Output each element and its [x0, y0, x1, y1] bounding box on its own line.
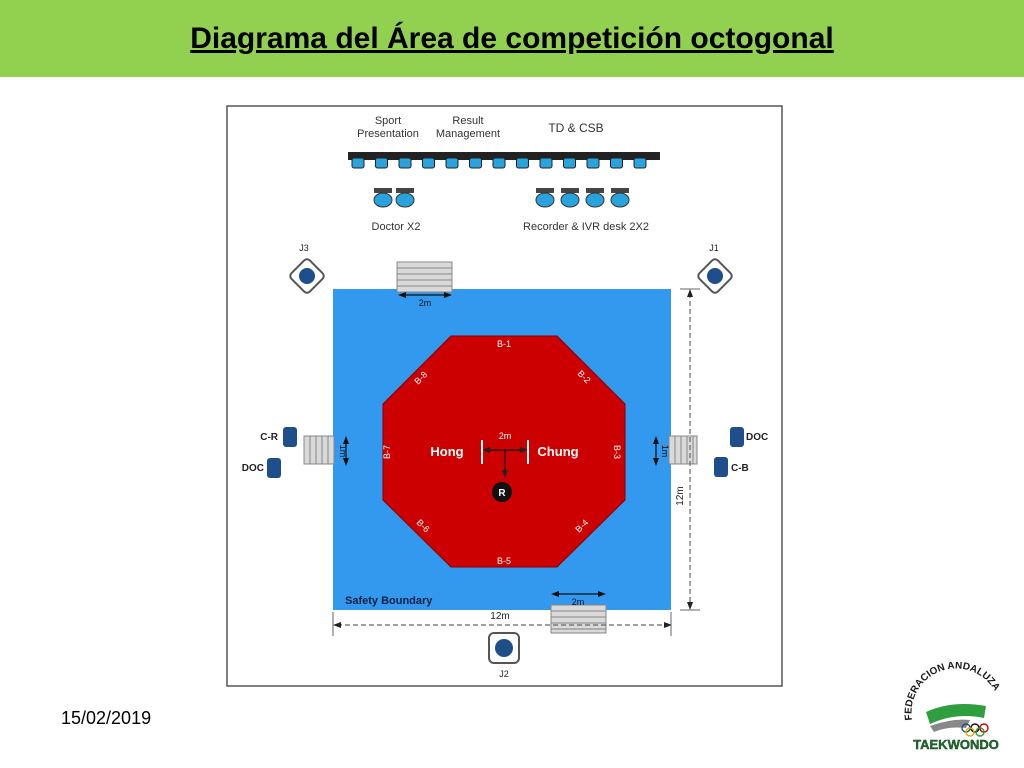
result-management-label: Result [452, 115, 483, 127]
official-chair [398, 157, 412, 169]
boundary-b7-label: B-7 [382, 445, 392, 459]
recorder-chairs [535, 188, 630, 208]
doctor-chairs [373, 188, 415, 208]
recorder-chair [610, 188, 630, 208]
safety-boundary-label: Safety Boundary [345, 595, 433, 607]
coach-red-seat [283, 427, 297, 447]
doctor-left-label: DOC [242, 463, 264, 474]
official-chair [586, 157, 600, 169]
stair-right [668, 435, 698, 465]
center-dimension-label: 2m [499, 431, 512, 441]
sport-presentation-label-line2: Presentation [357, 128, 419, 140]
official-chair [539, 157, 553, 169]
sport-presentation-label: Sport [375, 115, 401, 127]
stair-left-dimension-label: 1m [338, 445, 348, 458]
coach-red-label: C-R [260, 432, 279, 443]
stair-left [303, 435, 335, 465]
doctor-left-seat [267, 458, 281, 478]
officials-chairs [351, 157, 647, 169]
doctor-chair [373, 188, 393, 208]
official-chair [469, 157, 482, 169]
boundary-b3-label: B-3 [612, 445, 622, 459]
stair-bottom [550, 604, 607, 634]
doctor-label: Doctor X2 [372, 221, 421, 233]
referee-marker [492, 482, 512, 502]
judge-j2-icon [488, 632, 520, 664]
slide-date: 15/02/2019 [61, 708, 152, 728]
stair-top [396, 261, 453, 293]
judge-j2-label: J2 [499, 669, 509, 679]
hong-label: Hong [430, 444, 463, 459]
octagon-competition-area [382, 335, 626, 568]
stair-right-dimension-label: 1m [660, 445, 670, 458]
referee-label: R [498, 488, 506, 499]
boundary-b5-label: B-5 [497, 556, 511, 566]
logo-word: TAEKWONDO [913, 737, 999, 752]
official-chair [492, 157, 506, 169]
chung-label: Chung [537, 444, 578, 459]
logo-green-swoosh [926, 704, 986, 724]
coach-blue-seat [714, 457, 728, 477]
doctor-chair [395, 188, 415, 208]
judge-j1-icon [697, 258, 733, 294]
recorder-chair [560, 188, 580, 208]
recorder-label: Recorder & IVR desk 2X2 [523, 221, 649, 233]
official-chair [445, 157, 459, 169]
height-dimension-label: 12m [675, 486, 686, 505]
official-chair [633, 157, 647, 169]
width-dimension-label: 12m [490, 611, 509, 622]
official-chair [351, 157, 365, 169]
doctor-right-seat [730, 427, 744, 447]
official-chair [422, 157, 435, 169]
stair-bottom-dimension-label: 2m [572, 597, 585, 607]
olympic-rings-icon [961, 723, 989, 737]
official-chair [516, 157, 529, 169]
result-management-label-line2: Management [436, 128, 500, 140]
recorder-chair [585, 188, 605, 208]
judge-j3-icon [289, 258, 325, 294]
doctor-right-label: DOC [746, 432, 768, 443]
judge-j3-label: J3 [299, 243, 309, 253]
slide-title: Diagrama del Área de competición octogon… [190, 22, 834, 55]
td-csb-label: TD & CSB [548, 121, 603, 135]
official-chair [610, 157, 623, 169]
stair-top-dimension-label: 2m [419, 298, 432, 308]
coach-blue-label: C-B [731, 463, 749, 474]
officials-table [348, 152, 660, 160]
boundary-b1-label: B-1 [497, 339, 511, 349]
title-bar [0, 0, 1024, 77]
official-chair [563, 157, 576, 169]
official-chair [375, 157, 388, 169]
recorder-chair [535, 188, 555, 208]
logo-grey-swoosh [930, 719, 970, 732]
judge-j1-label: J1 [709, 243, 719, 253]
federation-logo: FEDERACION ANDALUZA TAEKWONDO [903, 662, 1001, 752]
